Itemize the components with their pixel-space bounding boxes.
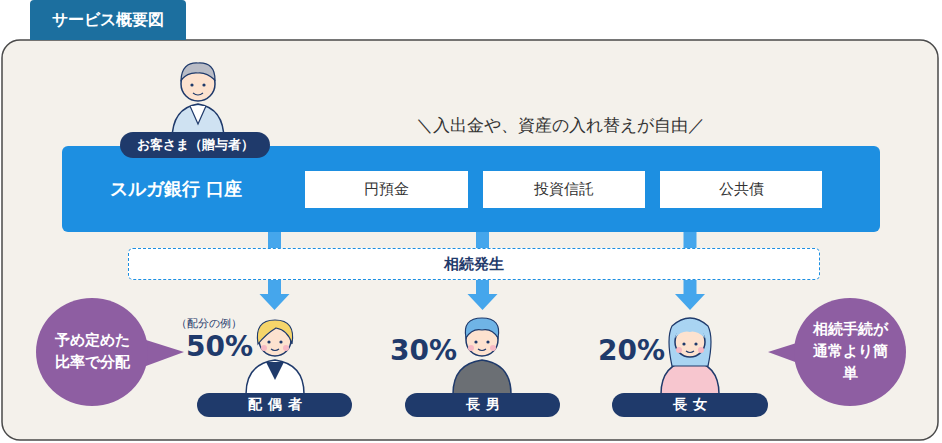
asset-box: 公共債 [660,171,822,208]
event-box: 相続発生 [128,248,820,280]
node-text: お客さま（贈与者） [137,136,254,154]
percent-value: 30% [390,334,457,367]
node-text: 相続手続が通常より簡単 [810,319,890,384]
feature-circle: 相続手続が通常より簡単 [794,298,906,406]
son-figure [453,318,511,394]
spouse-figure [246,320,304,394]
arrow-head [468,294,498,310]
callout-pointer [146,340,184,366]
asset-box: 円預金 [305,171,468,208]
node-text: 予め定めた比率で分配 [52,330,132,374]
asset-box: 投資信託 [483,171,645,208]
heir-name: 配偶者 [197,393,352,417]
customer-figure [172,63,224,140]
outer-panel [2,40,938,440]
example-note: （配分の例） [176,316,242,331]
feature-circle: 予め定めた比率で分配 [36,298,148,406]
node-text: 投資信託 [534,180,594,199]
node-text: 相続発生 [444,255,504,274]
daughter-figure [661,318,719,394]
heir-name: 長女 [612,393,768,417]
percent-value: 50% [186,330,253,363]
title-tab: サービス概要図 [30,0,186,40]
node-text: 公共債 [719,180,764,199]
free-text-note: ＼入出金や、資産の入れ替えが自由／ [370,114,750,137]
account-band: スルガ銀行 口座 円預金 投資信託 公共債 [62,146,880,232]
customer-pill: お客さま（贈与者） [120,132,270,158]
percent-value: 20% [598,334,665,367]
band-heading: スルガ銀行 口座 [110,146,242,232]
heir-name: 長男 [405,393,560,417]
node-text: 円預金 [364,180,409,199]
arrow-head [260,294,290,310]
arrow-head [675,294,705,310]
